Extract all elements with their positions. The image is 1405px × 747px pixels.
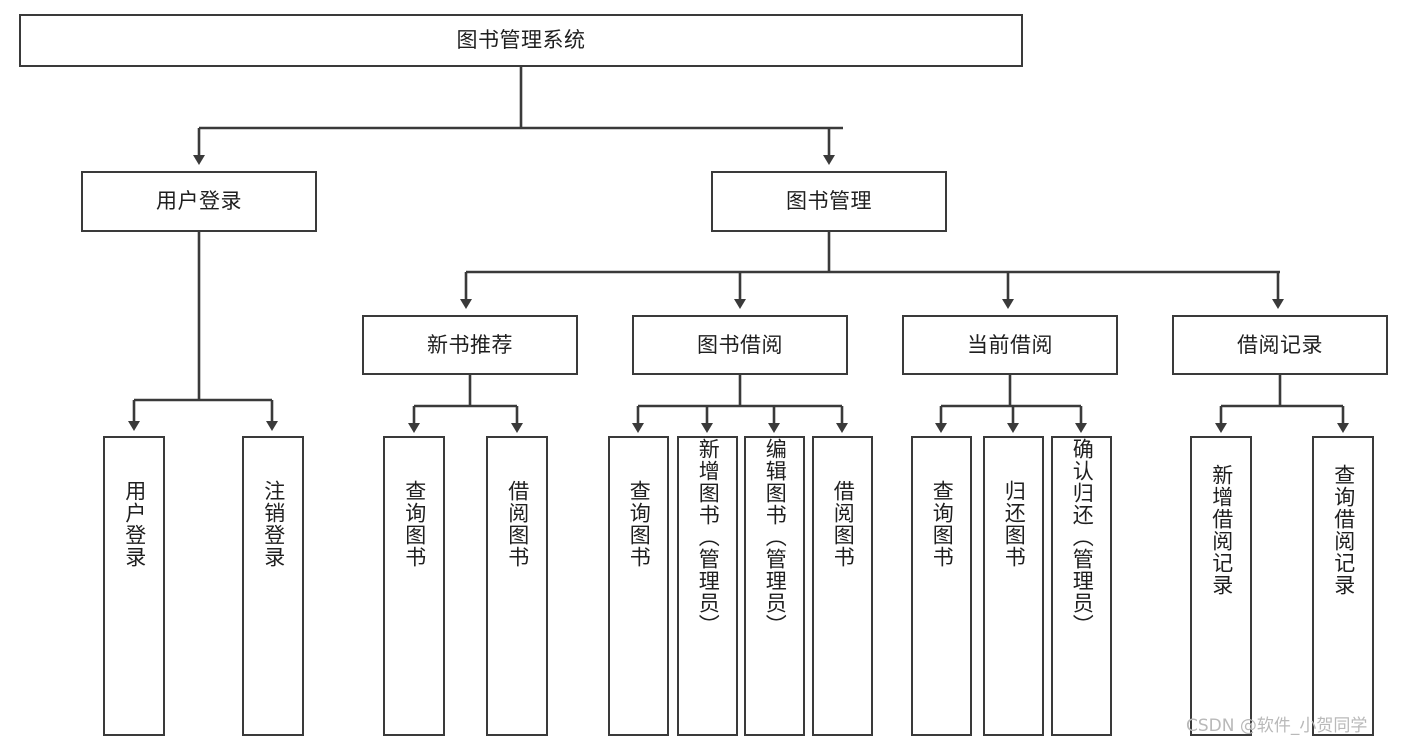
node-book-management-label: 图书管理	[786, 189, 872, 214]
node-current-borrow-label: 当前借阅	[967, 332, 1053, 357]
node-new-book-recommend[interactable]: 新书推荐	[362, 315, 578, 375]
leaf-logout-label: 注销登录	[261, 480, 286, 568]
leaf-return-book[interactable]: 归还图书	[983, 436, 1044, 736]
leaf-add-book[interactable]: 新增图书（管理员）	[677, 436, 738, 736]
leaf-borrow-book-2-label: 借阅图书	[831, 480, 856, 568]
node-root[interactable]: 图书管理系统	[19, 14, 1023, 67]
node-borrow-records-label: 借阅记录	[1237, 332, 1323, 357]
leaf-confirm-return[interactable]: 确认归还（管理员）	[1051, 436, 1112, 736]
leaf-query-book-1[interactable]: 查询图书	[383, 436, 445, 736]
leaf-borrow-book-1-label: 借阅图书	[505, 480, 530, 568]
leaf-query-record-label: 查询借阅记录	[1331, 464, 1356, 596]
leaf-edit-book[interactable]: 编辑图书（管理员）	[744, 436, 805, 736]
leaf-add-record[interactable]: 新增借阅记录	[1190, 436, 1252, 736]
leaf-query-book-2-label: 查询图书	[627, 480, 652, 568]
leaf-query-book-3[interactable]: 查询图书	[911, 436, 972, 736]
leaf-borrow-book-2[interactable]: 借阅图书	[812, 436, 873, 736]
node-user-login-label: 用户登录	[156, 189, 242, 214]
leaf-query-book-3-label: 查询图书	[930, 480, 955, 568]
node-book-management[interactable]: 图书管理	[711, 171, 947, 232]
leaf-confirm-return-label: 确认归还（管理员）	[1070, 438, 1095, 636]
leaf-query-book-2[interactable]: 查询图书	[608, 436, 669, 736]
node-user-login[interactable]: 用户登录	[81, 171, 317, 232]
leaf-edit-book-label: 编辑图书（管理员）	[763, 438, 788, 636]
leaf-query-record[interactable]: 查询借阅记录	[1312, 436, 1374, 736]
leaf-logout[interactable]: 注销登录	[242, 436, 304, 736]
leaf-add-book-label: 新增图书（管理员）	[696, 438, 721, 636]
csdn-watermark: CSDN @软件_小贺同学	[1186, 716, 1368, 736]
node-book-borrow-label: 图书借阅	[697, 332, 783, 357]
node-current-borrow[interactable]: 当前借阅	[902, 315, 1118, 375]
node-root-label: 图书管理系统	[456, 28, 586, 53]
leaf-user-login[interactable]: 用户登录	[103, 436, 165, 736]
leaf-query-book-1-label: 查询图书	[402, 480, 427, 568]
leaf-return-book-label: 归还图书	[1002, 480, 1027, 568]
leaf-borrow-book-1[interactable]: 借阅图书	[486, 436, 548, 736]
node-new-book-recommend-label: 新书推荐	[427, 332, 513, 357]
node-book-borrow[interactable]: 图书借阅	[632, 315, 848, 375]
node-borrow-records[interactable]: 借阅记录	[1172, 315, 1388, 375]
leaf-user-login-label: 用户登录	[122, 480, 147, 568]
leaf-add-record-label: 新增借阅记录	[1209, 464, 1234, 596]
